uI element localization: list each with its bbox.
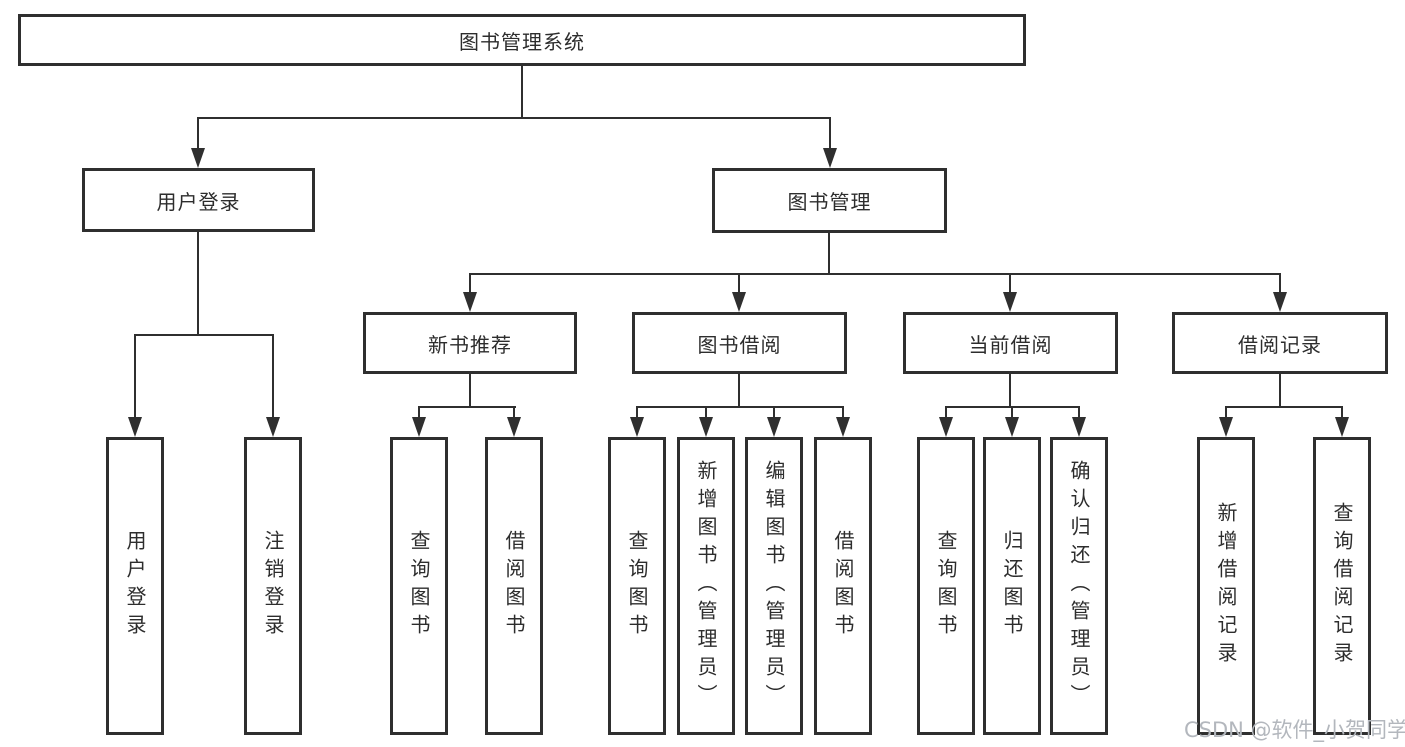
node-library-management-system: 图书管理系统 <box>18 14 1026 66</box>
node-label: 查询图书 <box>407 530 431 642</box>
csdn-watermark: CSDN @软件_小贺同学 <box>1184 718 1405 742</box>
arrow-down-icon <box>836 417 850 437</box>
node-label: 图书借阅 <box>697 332 782 357</box>
node-user-login: 用户登录 <box>82 168 315 232</box>
node-label: 查询图书 <box>625 530 649 642</box>
arrow-down-icon <box>128 417 142 437</box>
node-label: 注销登录 <box>261 530 285 642</box>
arrow-down-icon <box>1005 417 1019 437</box>
node-book-management: 图书管理 <box>712 168 947 233</box>
connector-line <box>842 406 844 420</box>
node-label: 确认归还（管理员） <box>1067 460 1091 712</box>
arrow-down-icon <box>1003 292 1017 312</box>
leaf-borrow-query-books: 查询图书 <box>608 437 666 735</box>
leaf-edit-books-admin: 编辑图书（管理员） <box>745 437 803 735</box>
node-label: 查询借阅记录 <box>1330 502 1354 670</box>
leaf-confirm-return-admin: 确认归还（管理员） <box>1050 437 1108 735</box>
arrow-down-icon <box>823 148 837 168</box>
connector-line <box>197 117 831 119</box>
connector-line <box>197 117 199 152</box>
leaf-add-borrow-record: 新增借阅记录 <box>1197 437 1255 735</box>
connector-line <box>636 406 844 408</box>
connector-line <box>1225 406 1227 420</box>
connector-line <box>1225 406 1343 408</box>
node-label: 新增借阅记录 <box>1214 502 1238 670</box>
connector-line <box>773 406 775 420</box>
arrow-down-icon <box>507 417 521 437</box>
connector-line <box>705 406 707 420</box>
node-borrow-records: 借阅记录 <box>1172 312 1388 374</box>
leaf-current-query-books: 查询图书 <box>917 437 975 735</box>
leaf-return-books: 归还图书 <box>983 437 1041 735</box>
connector-line <box>1341 406 1343 420</box>
connector-line <box>418 406 420 420</box>
connector-line <box>513 406 515 420</box>
node-label: 查询图书 <box>934 530 958 642</box>
connector-line <box>134 334 136 420</box>
arrow-down-icon <box>191 148 205 168</box>
connector-line <box>1011 406 1013 420</box>
connector-line <box>469 273 471 296</box>
node-label: 新书推荐 <box>428 332 512 357</box>
connector-line <box>197 232 199 336</box>
node-label: 借阅记录 <box>1238 332 1322 357</box>
leaf-user-login: 用户登录 <box>106 437 164 735</box>
node-label: 当前借阅 <box>968 332 1053 357</box>
leaf-logout: 注销登录 <box>244 437 302 735</box>
node-new-book-recommend: 新书推荐 <box>363 312 577 374</box>
node-label: 归还图书 <box>1000 530 1024 642</box>
arrow-down-icon <box>1273 292 1287 312</box>
connector-line <box>469 374 471 408</box>
connector-line <box>418 406 516 408</box>
node-label: 借阅图书 <box>831 530 855 642</box>
leaf-recommend-query-books: 查询图书 <box>390 437 448 735</box>
leaf-query-borrow-record: 查询借阅记录 <box>1313 437 1371 735</box>
node-label: 新增图书（管理员） <box>694 460 718 712</box>
connector-line <box>134 334 274 336</box>
connector-line <box>1279 374 1281 408</box>
node-label: 用户登录 <box>156 189 241 214</box>
connector-line <box>829 117 831 152</box>
node-current-borrow: 当前借阅 <box>903 312 1118 374</box>
node-book-borrow: 图书借阅 <box>632 312 847 374</box>
node-label: 编辑图书（管理员） <box>762 460 786 712</box>
connector-line <box>1009 273 1011 296</box>
arrow-down-icon <box>699 417 713 437</box>
node-label: 图书管理 <box>787 190 872 214</box>
arrow-down-icon <box>939 417 953 437</box>
connector-line <box>636 406 638 420</box>
arrow-down-icon <box>732 292 746 312</box>
connector-line <box>828 233 830 275</box>
connector-line <box>738 273 740 296</box>
arrow-down-icon <box>266 417 280 437</box>
leaf-recommend-borrow-books: 借阅图书 <box>485 437 543 735</box>
arrow-down-icon <box>412 417 426 437</box>
arrow-down-icon <box>1072 417 1086 437</box>
connector-line <box>272 334 274 420</box>
connector-line <box>469 273 1281 275</box>
arrow-down-icon <box>1219 417 1233 437</box>
connector-line <box>1279 273 1281 296</box>
leaf-add-books-admin: 新增图书（管理员） <box>677 437 735 735</box>
node-label: 用户登录 <box>123 530 147 642</box>
node-label: 图书管理系统 <box>459 29 585 54</box>
arrow-down-icon <box>463 292 477 312</box>
connector-line <box>738 374 740 408</box>
node-label: 借阅图书 <box>502 530 526 642</box>
connector-line <box>945 406 947 420</box>
arrow-down-icon <box>1335 417 1349 437</box>
connector-line <box>1009 374 1011 408</box>
arrow-down-icon <box>767 417 781 437</box>
connector-line <box>521 64 523 119</box>
arrow-down-icon <box>630 417 644 437</box>
leaf-borrow-books: 借阅图书 <box>814 437 872 735</box>
connector-line <box>1078 406 1080 420</box>
